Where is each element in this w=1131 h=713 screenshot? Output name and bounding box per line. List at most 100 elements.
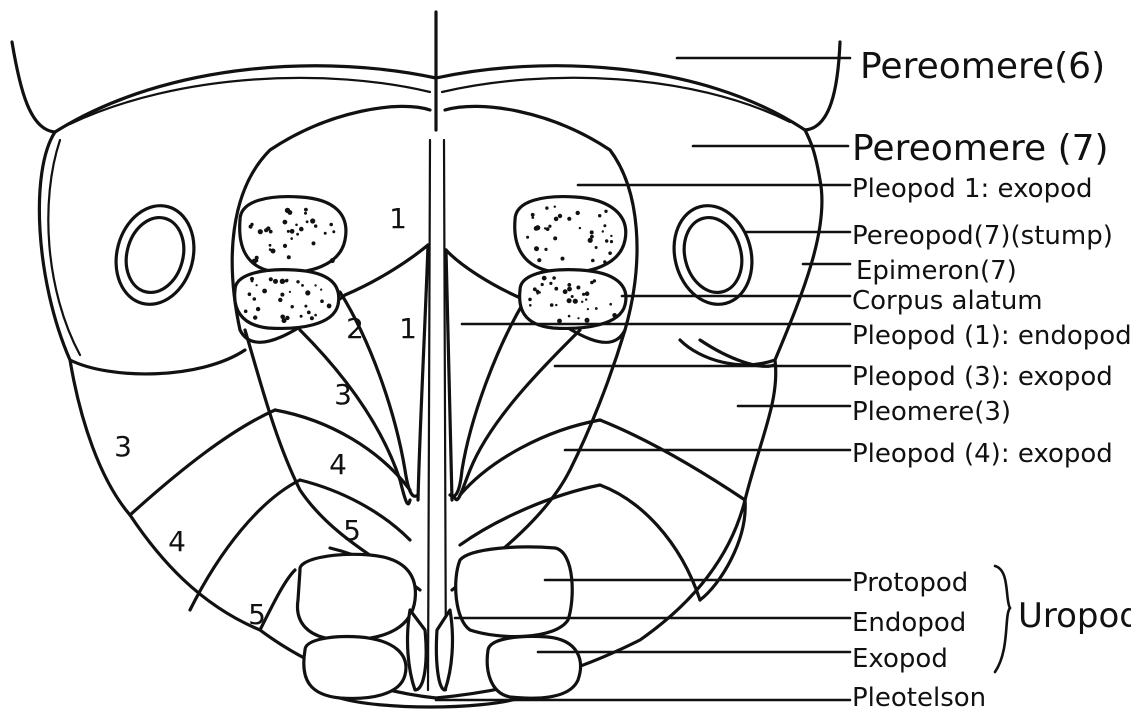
stipple-dot [576,286,580,290]
stipple-dot [554,217,559,222]
stipple-dot [567,283,571,287]
stipple-dot [595,246,598,249]
midline [428,12,446,690]
label-epimeron-7: Epimeron(7) [856,256,1017,286]
stipple-dot [538,291,541,294]
stipple-dot [249,225,253,229]
stipple-dot [320,289,322,291]
num-3-inner: 3 [334,378,352,411]
stipple-dot [544,227,546,229]
stipple-dot [320,299,324,303]
stipple-dot [534,246,539,251]
stipple-dot [567,298,572,303]
label-corpus-alatum: Corpus alatum [852,286,1043,316]
stipple-dot [280,279,285,284]
pereomere-6 [12,42,840,132]
stipple-dot [256,284,258,286]
stipple-dot [571,295,574,298]
num-1-lower: 1 [399,312,417,345]
stipple-dot [603,224,606,227]
stipple-dot [255,259,258,262]
stipple-dot [291,305,294,308]
corpus-alatum-right [515,197,626,329]
stipple-dot [328,306,331,309]
label-uropod: Uropod [1018,596,1131,636]
stipple-dot [296,233,299,236]
stipple-dot [528,298,532,302]
num-5-inner: 5 [343,514,361,547]
stipple-dot [278,298,282,302]
stipple-dot [552,276,556,280]
stipple-dot [280,315,285,320]
stipple-dot [545,206,548,209]
stipple-dot [602,230,604,232]
stipple-dot [608,251,612,255]
stipple-dot [567,287,572,292]
stipple-dot [304,212,307,215]
num-1-upper: 1 [389,202,407,235]
stipple-dot [329,223,333,227]
num-5-outer: 5 [248,598,266,631]
label-pleopod-1-exopod: Pleopod 1: exopod [852,174,1093,204]
label-protopod: Protopod [852,568,968,598]
stipple-dot [262,289,267,294]
stipple-dot [587,308,589,310]
stipple-dot [590,235,594,239]
stipple-dot [535,225,540,230]
stipple-dot [604,210,607,213]
stipple-dot [610,235,612,237]
stipple-dot [598,214,601,217]
stipple-dot [585,298,587,300]
stipple-dot [555,304,557,306]
stipple-dot [595,307,598,310]
label-endopod: Endopod [852,608,966,638]
uropod-right [436,547,580,698]
pereopod-stump-left [105,197,204,313]
stipple-dot [299,227,304,232]
stipple-dot [330,258,335,263]
stipple-dot [549,282,552,285]
stipple-dot [324,232,327,235]
stipple-dot [533,287,537,291]
stipple-dot [610,240,613,243]
stipple-dot [553,236,557,240]
stipple-dot [269,244,272,247]
stipple-dot [579,227,581,229]
stipple-dot [283,244,287,248]
stipple-dot [593,279,596,282]
stipple-dot [296,280,299,283]
stipple-dot [582,293,585,296]
stipple-dot [266,226,270,230]
stipple-dot [300,315,303,318]
stipple-dot [271,249,276,254]
stipple-dot [585,291,590,296]
stipple-dot [544,248,547,251]
stipple-dot [314,314,317,317]
stipple-dot [563,289,568,294]
labels: Pereomere(6) Pereomere (7) Pleopod 1: ex… [852,46,1131,713]
stipple-dot [532,216,535,219]
stipple-dot [312,241,316,245]
label-pereomere-6: Pereomere(6) [860,46,1105,87]
stipple-dot [306,220,309,223]
stipple-dot [332,230,335,233]
stipple-dot [581,301,583,303]
stipple-dot [310,316,314,320]
stipple-dot [531,213,535,217]
stipple-dot [550,303,554,307]
stipple-dot [568,315,571,318]
stipple-dot [287,255,291,259]
stipple-dot [307,311,311,315]
label-pereomere-7: Pereomere (7) [852,128,1109,169]
label-pleomere-3: Pleomere(3) [852,397,1011,427]
stipple-dot [287,230,290,233]
stipple-dot [258,229,263,234]
stipple-dot [289,291,291,293]
stipple-dot [573,299,578,304]
stipple-dot [554,287,558,291]
stipple-dot [280,293,284,297]
stipple-dot [273,279,278,284]
label-pleopod-4-exopod: Pleopod (4): exopod [852,439,1113,469]
stipple-dot [542,276,547,281]
